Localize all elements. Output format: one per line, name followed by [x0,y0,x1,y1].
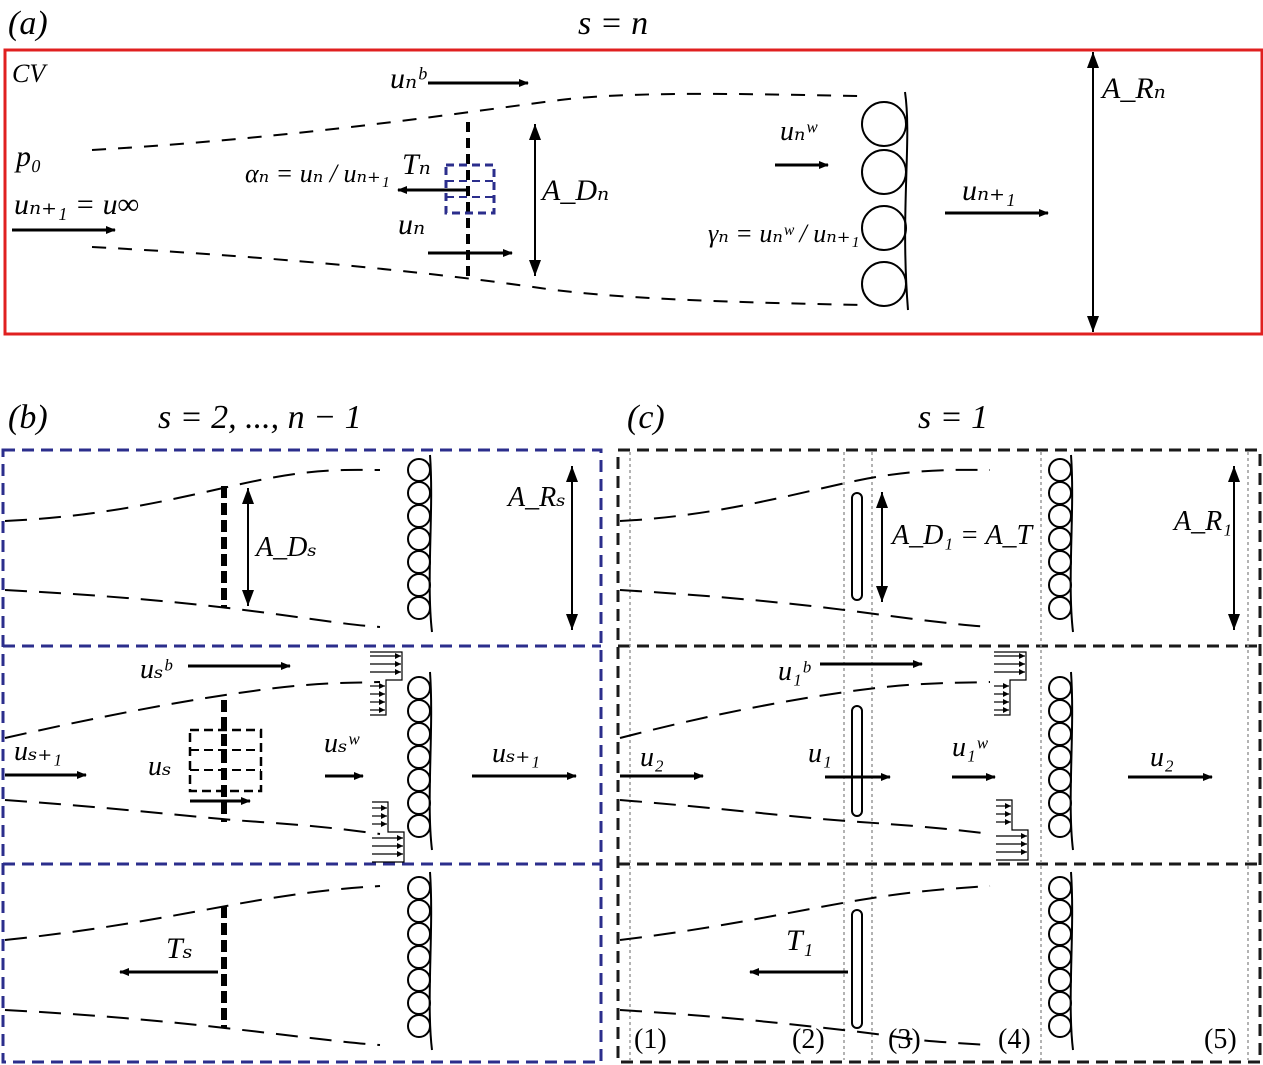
turbine-control-box [444,163,496,215]
row-area-label: A_Rₙ [1100,72,1166,105]
c2-streamtube-upper [619,681,991,739]
panel-c: (c) s = 1 A_D₁ = A_T A_R₁ u₁ᵇ u₂ [616,399,1262,1064]
station-label-3: (3) [888,1024,921,1055]
c3-turbine-blade [851,909,863,1029]
c2-vortex-row [1048,671,1074,851]
b2-vortex-row [407,671,433,851]
panel-c-title: s = 1 [918,399,988,436]
b1-vortex-row [407,454,433,633]
b2-wake-velocity-profile [372,801,405,863]
panel-c-tag: (c) [627,399,665,436]
b2-inflow-label: uₛ₊₁ [14,736,62,767]
b2-outflow-label: uₛ₊₁ [492,738,540,769]
thrust-label: Tₙ [402,148,431,181]
c2-inflow-label: u₂ [640,742,664,773]
c3-thrust-label: T₁ [786,924,813,957]
control-volume-border [3,48,1263,336]
b2-streamtube-upper [4,681,381,739]
ambient-pressure-label: p₀ [14,140,41,173]
panel-a: (a) s = n CV p₀ uₙ₊₁ = u∞ αₙ = uₙ / uₙ₊₁… [3,5,1263,336]
wake-vortex-row [861,91,909,311]
disc-area-label: A_Dₙ [540,174,609,207]
station-label-4: (4) [998,1024,1031,1055]
b3-vortex-row [407,871,433,1051]
panel-b-title: s = 2, ..., n − 1 [158,399,362,436]
disc-velocity-label: uₙ [398,208,425,241]
b2-disc-velocity-label: uₛ [148,751,171,782]
c1-turbine-blade [851,492,863,601]
b2-turbine-control-box [188,728,263,793]
c2-bypass-label: u₁ᵇ [778,656,811,687]
c1-row-area-label: A_R₁ [1172,506,1232,537]
panel-a-title: s = n [578,5,648,42]
b2-wake-label: uₛʷ [324,728,360,759]
c2-turbine-blade [851,705,863,817]
c1-disc-area-label: A_D₁ = A_T [890,520,1035,551]
c2-bypass-velocity-profile [994,651,1027,716]
b2-bypass-velocity-profile [370,651,403,716]
station-label-5: (5) [1204,1024,1237,1055]
c1-streamtube-lower [619,589,991,628]
c3-streamtube-upper [619,885,991,941]
c2-outflow-label: u₂ [1150,742,1174,773]
b2-streamtube-lower [4,799,381,835]
b3-streamtube-lower [4,1009,381,1046]
inflow-label: uₙ₊₁ = u∞ [14,188,139,221]
b1-disc-area-label: A_Dₛ [254,532,317,563]
b1-streamtube-lower [4,589,381,628]
bypass-velocity-label: uₙᵇ [390,62,427,95]
c3-streamtube-lower [619,1009,991,1046]
b3-streamtube-upper [4,885,381,941]
c1-vortex-row [1048,454,1074,633]
outflow-label: uₙ₊₁ [962,174,1015,207]
b1-streamtube-upper [4,468,381,522]
alpha-ratio-label: αₙ = uₙ / uₙ₊₁ [245,159,390,188]
c2-wake-velocity-profile [996,799,1029,861]
c2-streamtube-lower [619,799,991,835]
station-lines [629,452,1249,1060]
c2-wake-label: u₁ʷ [952,732,989,763]
cv-label: CV [12,59,48,88]
c3-vortex-row [1048,871,1074,1051]
station-label-2: (2) [792,1024,825,1055]
b1-row-area-label: A_Rₛ [506,482,566,513]
panel-b-tag: (b) [8,399,48,436]
panel-a-tag: (a) [8,5,48,42]
panel-b: (b) s = 2, ..., n − 1 A_Dₛ A_Rₛ uₛᵇ uₛ₊₁… [1,399,603,1064]
b3-thrust-label: Tₛ [166,932,193,965]
panel-b-border [1,448,603,1064]
streamtube-lower [91,246,861,306]
station-label-1: (1) [634,1024,667,1055]
b2-bypass-label: uₛᵇ [140,654,172,685]
gamma-ratio-label: γₙ = uₙʷ / uₙ₊₁ [708,219,860,248]
c2-disc-velocity-label: u₁ [808,738,832,769]
wake-velocity-label: uₙʷ [780,116,818,147]
streamtube-upper [91,92,861,151]
c1-streamtube-upper [619,468,991,522]
